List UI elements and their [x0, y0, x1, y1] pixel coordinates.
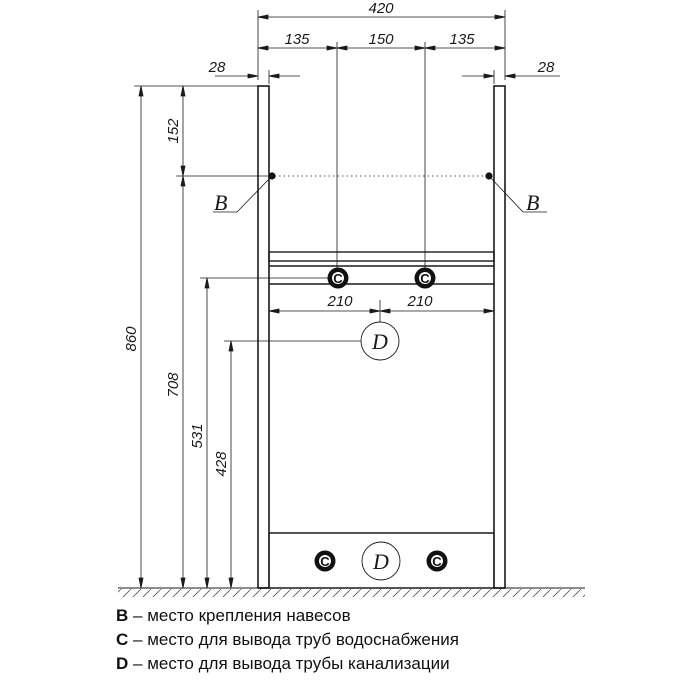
water-outlet-lower-right: C: [426, 550, 448, 572]
dim-height-531: 531: [189, 423, 206, 448]
marker-c-label: C: [333, 271, 343, 286]
marker-c-label: C: [420, 271, 430, 286]
marker-b-right-label: B: [526, 190, 539, 215]
dim-edge-left: 28: [208, 59, 226, 76]
marker-c-label: C: [432, 554, 442, 569]
marker-d-label: D: [371, 329, 388, 354]
legend: B – место крепления навесов C – место дл…: [116, 604, 676, 676]
hanger-point-right: B: [485, 172, 547, 215]
legend-text: место крепления навесов: [147, 606, 351, 625]
dim-height-428: 428: [213, 451, 230, 477]
water-outlet-lower-left: C: [314, 550, 336, 572]
legend-row-c: C – место для вывода труб водоснабжения: [116, 628, 676, 652]
dim-width-mid: 150: [368, 31, 394, 48]
cabinet-frame: [257, 85, 506, 589]
legend-text: место для вывода труб водоснабжения: [147, 630, 459, 649]
dim-height-708: 708: [165, 372, 182, 398]
dim-width-left: 135: [284, 31, 310, 48]
right-side-panel: [493, 85, 506, 589]
water-outlet-upper-right: C: [414, 267, 436, 289]
legend-key: C: [116, 630, 129, 649]
marker-d-label: D: [372, 549, 389, 574]
hanger-point-left: B: [213, 172, 276, 215]
extension-lines: [134, 10, 506, 342]
dim-width-right: 135: [449, 31, 475, 48]
legend-key: D: [116, 654, 129, 673]
floor: [118, 587, 585, 597]
dim-offset-right: 210: [406, 293, 433, 310]
legend-text: место для вывода трубы канализации: [147, 654, 450, 673]
left-side-panel: [257, 85, 270, 589]
shelf-panel: [268, 251, 495, 262]
water-outlet-upper-left: C: [327, 267, 349, 289]
technical-drawing: 420 135 150 135 28 28 210 210 860 152 70…: [118, 0, 585, 597]
dim-offset-left: 210: [326, 293, 353, 310]
legend-row-d: D – место для вывода трубы канализации: [116, 652, 676, 676]
sewage-outlet-lower: D: [361, 541, 401, 581]
dim-height-total: 860: [123, 326, 140, 352]
dim-height-152: 152: [165, 118, 182, 144]
dimension-lines: [138, 14, 560, 589]
legend-separator: –: [128, 606, 148, 625]
legend-key: B: [116, 606, 129, 625]
dim-edge-right: 28: [537, 59, 555, 76]
legend-row-b: B – место крепления навесов: [116, 604, 676, 628]
sewage-outlet-upper: D: [360, 321, 400, 361]
marker-c-label: C: [320, 554, 330, 569]
legend-separator: –: [128, 654, 148, 673]
legend-separator: –: [128, 630, 148, 649]
dim-width-total: 420: [368, 0, 394, 17]
marker-b-left-label: B: [214, 190, 227, 215]
